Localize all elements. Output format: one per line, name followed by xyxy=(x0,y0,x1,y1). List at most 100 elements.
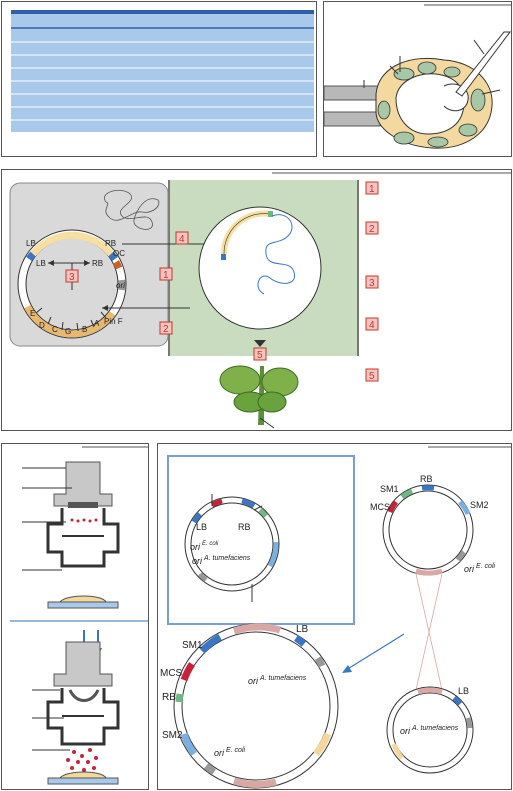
table-body xyxy=(11,10,314,132)
intermediate-sm2-marker xyxy=(458,500,471,516)
cointegrate-sm2-marker xyxy=(180,732,197,756)
particle xyxy=(94,756,98,760)
cointegrate-beige-seg xyxy=(313,732,332,757)
organelle xyxy=(393,131,415,145)
particle xyxy=(94,518,98,522)
label-pin-f: Pin F xyxy=(104,317,123,326)
label-lb-inner: LB xyxy=(36,259,46,268)
injection-needle xyxy=(455,31,511,97)
table-panel xyxy=(1,1,317,157)
plant-leaf xyxy=(219,365,261,395)
label-ori: ori xyxy=(116,281,125,290)
cointegrate-gray-marker xyxy=(314,656,326,668)
intermediate-label-sm1: SM1 xyxy=(380,484,399,494)
cointegrate-lb-marker xyxy=(294,635,307,647)
rupture-disk xyxy=(68,502,98,508)
helper-label-lb: LB xyxy=(458,686,469,696)
step-box xyxy=(65,269,79,283)
cointegrate-label-lb: LB xyxy=(296,624,309,635)
vir-region xyxy=(24,304,116,338)
plant-chromosome xyxy=(257,214,296,295)
cointegrate-arrowhead xyxy=(342,665,352,673)
binary-rb-marker xyxy=(241,498,256,509)
organelle xyxy=(458,123,478,137)
cointegrate-label-rb: RB xyxy=(162,692,176,703)
vir-gene-separator xyxy=(90,319,95,328)
binary-label-lb: LB xyxy=(196,522,207,532)
organelle xyxy=(377,100,391,120)
binary-green-marker xyxy=(258,508,268,518)
gun-barrel xyxy=(53,461,113,507)
plant-leaf xyxy=(261,367,299,397)
step-box xyxy=(253,347,267,361)
leader-line xyxy=(389,65,399,75)
cointegrate-label-mcs: MCS xyxy=(160,668,183,679)
cointegrate-arrow xyxy=(345,633,405,671)
vir-gene-separator xyxy=(47,316,52,325)
label-e: E xyxy=(30,309,35,318)
rb-marker xyxy=(108,251,118,262)
label-d: D xyxy=(39,321,45,330)
particle xyxy=(86,760,90,764)
plant-leader-line xyxy=(259,417,275,429)
particle xyxy=(66,758,70,762)
cointegrate-pink-bottom xyxy=(232,777,277,788)
holding-pipette-upper xyxy=(324,85,381,101)
lb-marker xyxy=(26,251,36,262)
plant-leaf xyxy=(257,391,287,413)
binary-ori-marker xyxy=(198,572,208,582)
microinjection-graphic xyxy=(324,4,512,149)
step-number: 2 xyxy=(369,224,375,235)
vir-gene-separator xyxy=(35,307,43,314)
step-box xyxy=(365,221,379,235)
step-box xyxy=(365,368,379,382)
particle xyxy=(76,519,80,523)
t-dna-end-marker xyxy=(221,254,226,260)
cointegrate-ori-marker xyxy=(203,763,216,775)
binary-lb-marker xyxy=(191,512,202,524)
step-number: 5 xyxy=(257,350,263,361)
helper-label-ori-at-sup: A. tumefaciens xyxy=(411,725,459,732)
table-header-bar xyxy=(11,10,314,14)
vector-panel: LB RB ori E. coli ori A. tumefaciens RB … xyxy=(157,443,512,790)
intermediate-label-ori-ecoli-sup: E. coli xyxy=(476,563,496,570)
inner-arrowhead-left xyxy=(48,260,54,266)
bacterial-chromosome xyxy=(104,189,160,230)
particle xyxy=(88,748,92,752)
cointegrate-label-ori-at-sup: A. tumefaciens xyxy=(259,675,307,682)
intermediate-pink-seg xyxy=(415,568,443,576)
vir-gene-separator xyxy=(100,311,107,319)
binary-label-ori-ecoli: ori xyxy=(190,542,201,552)
step-number: 4 xyxy=(179,234,185,245)
label-a: A xyxy=(94,319,100,328)
particle xyxy=(82,768,86,772)
step-box xyxy=(365,275,379,289)
t-dna-end-marker xyxy=(268,211,273,217)
cointegrate-pink-top xyxy=(232,623,281,635)
particle xyxy=(72,750,76,754)
vir-gene-separator xyxy=(76,322,79,332)
integrating-t-dna-outline xyxy=(223,213,271,255)
label-rb-inner: RB xyxy=(92,259,103,268)
organelle xyxy=(470,88,486,112)
holding-pipette-lower xyxy=(324,111,381,127)
intermediate-label-ori-ecoli: ori xyxy=(464,564,475,574)
particle xyxy=(76,760,80,764)
agrobacterium-graphic: LB RB OC ori Pin F E D C G B A LB RB 3 4… xyxy=(9,172,512,429)
step-box xyxy=(365,317,379,331)
plant-nucleus xyxy=(198,206,322,330)
inner-arrowhead-right xyxy=(84,260,90,266)
intermediate-label-rb: RB xyxy=(420,474,433,484)
vector-graphic: LB RB ori E. coli ori A. tumefaciens RB … xyxy=(160,446,512,789)
helper-beige-seg xyxy=(391,743,404,760)
step-number: 3 xyxy=(69,272,75,283)
cointegrate-label-sm2: SM2 xyxy=(162,730,183,741)
step-number: 3 xyxy=(369,278,375,289)
binary-label-ori-at-sup: A. tumefaciens xyxy=(203,555,251,562)
cointegrate-label-sm1: SM1 xyxy=(182,640,203,651)
label-c: C xyxy=(52,325,58,334)
organelle xyxy=(443,66,461,78)
particle xyxy=(70,766,74,770)
particle xyxy=(80,754,84,758)
ruptured-membrane xyxy=(68,689,100,702)
